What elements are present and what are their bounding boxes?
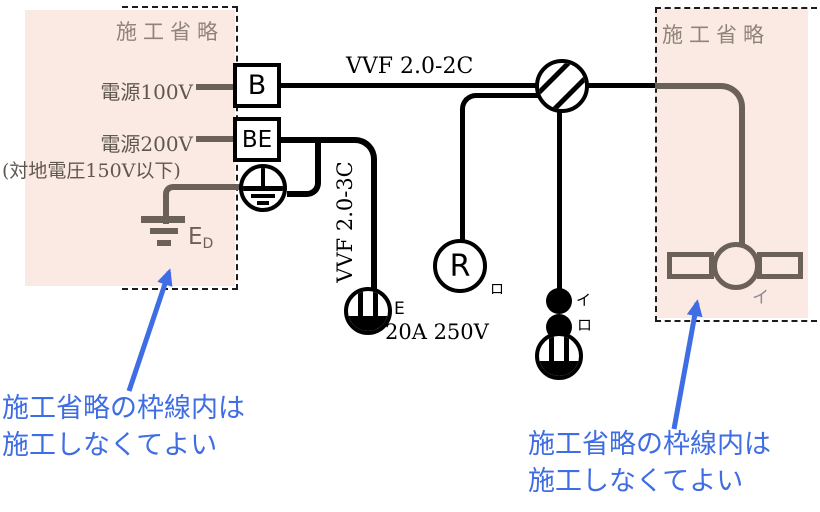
note-left-line1: 施工省略の枠線内は <box>2 393 245 424</box>
breaker-b-box: B <box>233 63 281 108</box>
outlet-200v-grounding-mark: E <box>394 299 405 319</box>
breaker-be-label: BE <box>241 126 273 153</box>
cable-main-label: VVF 2.0-2C <box>346 54 474 79</box>
outlet-symbol <box>535 332 583 380</box>
earth-symbol-bar2 <box>150 228 178 234</box>
lamp-receptacle-letter: R <box>449 248 471 284</box>
omitted-frame-right <box>655 7 817 322</box>
earth-symbol-bar1 <box>141 216 185 223</box>
ground-label-main: E <box>188 224 203 250</box>
outlet-200v-blade-2 <box>373 291 378 317</box>
wire-earth-tee <box>287 141 321 197</box>
outlet-blade-2 <box>564 336 569 362</box>
omitted-label-left: 施工省略 <box>116 20 224 44</box>
wire-main-100v <box>280 83 658 88</box>
omitted-label-right: 施工省略 <box>662 23 770 47</box>
earth-terminal-stem <box>261 168 265 188</box>
note-right-line2: 施工しなくてよい <box>528 466 744 497</box>
earth-terminal-bar2 <box>251 194 275 198</box>
outlet-200v-symbol <box>344 287 392 335</box>
outlet-200v-wall-fill <box>348 316 388 331</box>
switch-ro-tag: ロ <box>577 316 593 334</box>
earth-terminal-bar1 <box>243 186 283 191</box>
switch-i-tag: イ <box>576 291 592 309</box>
earth-terminal-symbol <box>239 164 287 212</box>
wire-omitted-light <box>655 83 745 250</box>
ceiling-light-wing-right <box>757 252 803 279</box>
source-200v-note: (対地電圧150V以下) <box>2 160 181 182</box>
junction-box-symbol <box>535 59 589 113</box>
wire-switch-branch <box>557 112 562 290</box>
wire-200v-cable <box>280 137 377 293</box>
wire-source-100v <box>196 84 235 90</box>
lamp-receptacle-symbol: R <box>433 239 487 293</box>
cable-branch-label: VVF 2.0-3C <box>333 161 357 283</box>
source-200v-label: 電源200V <box>100 132 193 156</box>
junction-hatch-1 <box>539 63 580 103</box>
ground-label-sub: D <box>202 236 214 252</box>
note-left: 施工省略の枠線内は 施工しなくてよい <box>2 390 245 464</box>
outlet-wall-fill <box>539 361 579 376</box>
note-right-line1: 施工省略の枠線内は <box>528 429 771 460</box>
note-left-line2: 施工しなくてよい <box>2 430 218 461</box>
breaker-b-label: B <box>247 70 267 101</box>
outlet-200v-blade-1 <box>358 291 363 317</box>
ceiling-light-tag: イ <box>752 288 769 308</box>
ceiling-light-wing-left <box>667 252 714 279</box>
outlet-200v-rating: 20A 250V <box>385 320 489 344</box>
switch-i-symbol <box>546 288 572 314</box>
outlet-blade-1 <box>549 336 554 362</box>
wire-lamp-branch <box>460 93 545 246</box>
source-100v-label: 電源100V <box>100 80 193 104</box>
note-right: 施工省略の枠線内は 施工しなくてよい <box>528 426 771 500</box>
ground-terminal-label: ED <box>188 224 213 252</box>
earth-terminal-bar3 <box>257 201 269 205</box>
wire-grounding <box>163 184 253 224</box>
wire-source-200v <box>196 136 235 142</box>
breaker-be-box: BE <box>233 117 281 162</box>
omitted-area-left <box>25 10 235 286</box>
lamp-receptacle-tag: ロ <box>490 282 504 298</box>
earth-symbol-bar3 <box>157 240 171 246</box>
ceiling-light-symbol <box>712 242 760 290</box>
